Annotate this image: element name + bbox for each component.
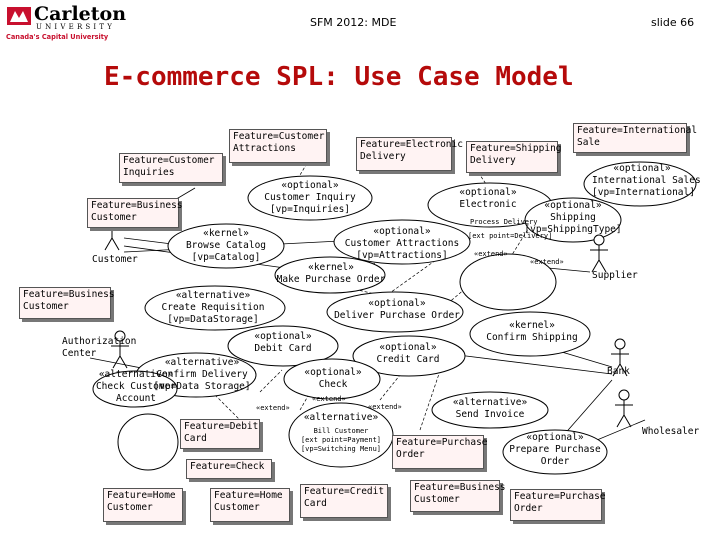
note-purchase-order: Feature=Purchase Order xyxy=(392,435,488,469)
label-browse-catalog: «kernel» Browse Catalog [vp=Catalog] xyxy=(185,228,267,263)
actor-bank-label: Bank xyxy=(607,366,630,377)
note-electronic-delivery: Feature=Electronic Delivery xyxy=(356,137,463,171)
actor-auth-center-figure xyxy=(111,330,129,369)
usecase-prepare-purchase-order xyxy=(502,429,608,475)
label-international-sales: «optional» International Sales [vp=Inter… xyxy=(592,163,701,198)
label-make-purchase-order: «kernel» Make Purchase Order xyxy=(276,262,386,285)
label-extend-2: «extend» xyxy=(530,258,564,266)
slide-header: Carleton UNIVERSITY Canada's Capital Uni… xyxy=(0,0,720,46)
logo-subtitle: UNIVERSITY xyxy=(36,23,116,31)
label-check-customer-account: «alternative» Check Customer Account xyxy=(95,369,177,404)
label-shipping: «optional» Shipping [vp=ShippingType] xyxy=(524,200,622,235)
slide-title: E-commerce SPL: Use Case Model xyxy=(104,62,574,92)
note-home-customer-1: Feature=Home Customer xyxy=(103,488,183,522)
label-extend-4: «extend» xyxy=(312,395,346,403)
note-international-sale: Feature=International Sale xyxy=(573,123,697,153)
label-check: «optional» Check xyxy=(304,367,362,390)
usecase-create-requisition xyxy=(144,285,286,331)
actor-auth-center-label: Authorization Center xyxy=(62,336,137,359)
label-bill-customer-stereotype: «alternative» xyxy=(303,412,379,423)
usecase-debit-card xyxy=(227,325,339,367)
usecase-make-purchase-order xyxy=(274,256,386,294)
slide-number: slide 66 xyxy=(651,16,695,29)
carleton-logo: Carleton UNIVERSITY Canada's Capital Uni… xyxy=(6,3,136,42)
logo-name: Carleton xyxy=(34,3,127,25)
label-prepare-purchase-order: «optional» Prepare Purchase Order xyxy=(509,432,601,467)
logo-tagline: Canada's Capital University xyxy=(6,33,109,41)
label-confirm-delivery: «alternative» Confirm Delivery [vp=Data … xyxy=(153,357,251,392)
label-credit-card: «optional» Credit Card xyxy=(376,342,440,365)
label-deliver-purchase-order: «optional» Deliver Purchase Order xyxy=(334,298,460,321)
note-credit-card: Feature=Credit Card xyxy=(300,484,388,518)
label-customer-attractions: «optional» Customer Attractions [vp=Attr… xyxy=(344,226,460,261)
note-customer-attractions: Feature=Customer Attractions xyxy=(229,129,327,163)
actor-supplier-label: Supplier xyxy=(592,270,638,281)
usecase-confirm-shipping xyxy=(469,311,591,357)
actor-customer-label: Customer xyxy=(92,254,138,265)
label-ext-point-delivery: [ext point=Delivery] xyxy=(468,232,553,240)
note-check: Feature=Check xyxy=(186,459,272,479)
usecase-check xyxy=(283,358,381,400)
note-business-customer-left: Feature=Business Customer xyxy=(19,287,115,319)
note-home-customer-2: Feature=Home Customer xyxy=(210,488,290,522)
actor-wholesaler-figure xyxy=(615,389,633,428)
usecase-shipping xyxy=(524,197,622,243)
label-customer-inquiry: «optional» Customer Inquiry [vp=Inquirie… xyxy=(264,180,356,215)
note-business-customer-bottom: Feature=Business Customer xyxy=(410,480,506,512)
label-create-requisition: «alternative» Create Requisition [vp=Dat… xyxy=(161,290,265,325)
note-customer-inquiries: Feature=Customer Inquiries xyxy=(119,153,223,183)
label-electronic: «optional» Electronic xyxy=(459,187,517,210)
usecase-credit-card xyxy=(352,335,466,377)
header-course: SFM 2012: MDE xyxy=(310,16,397,29)
actor-wholesaler-label: Wholesaler xyxy=(642,426,700,437)
usecase-deliver-purchase-order xyxy=(326,291,464,333)
label-extend-5: «extend» xyxy=(368,403,402,411)
label-process-delivery: Process Delivery xyxy=(470,218,538,226)
usecase-process-delivery xyxy=(459,253,557,311)
usecase-check-customer-account xyxy=(92,370,178,408)
note-purchase-order-2: Feature=Purchase Order xyxy=(510,489,606,521)
usecase-international-sales xyxy=(583,161,697,207)
usecase-customer-inquiry xyxy=(247,175,373,221)
label-send-invoice: «alternative» Send Invoice xyxy=(452,397,528,420)
usecase-customer-attractions xyxy=(333,219,471,265)
actor-supplier-figure xyxy=(590,234,608,273)
usecase-browse-catalog xyxy=(167,223,285,269)
label-extend-3: «extend» xyxy=(256,404,290,412)
note-shipping-delivery: Feature=Shipping Delivery xyxy=(466,141,562,173)
label-confirm-shipping: «kernel» Confirm Shipping xyxy=(486,320,578,343)
label-bill-customer: Bill Customer [ext point=Payment] [vp=Sw… xyxy=(300,427,382,453)
label-extend-1: «extend» xyxy=(474,250,508,258)
usecase-unlabeled xyxy=(117,413,179,471)
carleton-crest-icon xyxy=(7,7,31,25)
note-business-customer-top: Feature=Business Customer xyxy=(87,198,183,228)
label-debit-card: «optional» Debit Card xyxy=(254,331,312,354)
actor-bank-figure xyxy=(611,338,629,377)
usecase-send-invoice xyxy=(431,391,549,429)
note-debit-card: Feature=Debit Card xyxy=(180,419,260,449)
